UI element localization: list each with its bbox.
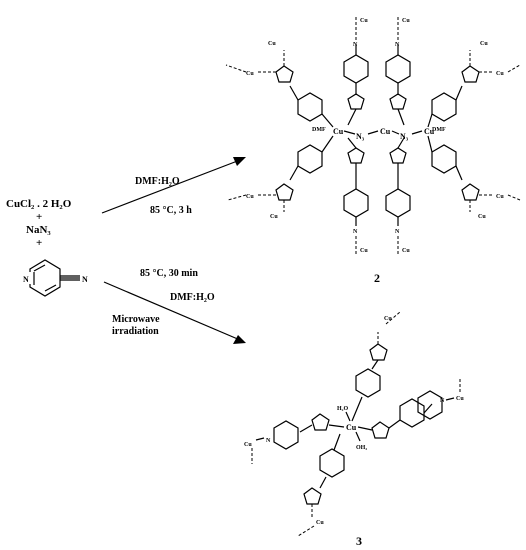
- upper-condition-temp: 85 °C, 3 h: [150, 205, 192, 216]
- pyridine-n-atom: N: [23, 275, 29, 284]
- p3-water-bottom: OH₂: [356, 445, 367, 451]
- p3-n-right: N: [440, 398, 445, 404]
- product-3-label: 3: [356, 534, 362, 548]
- lower-condition-solvent: DMF:H₂O: [170, 292, 215, 303]
- p2-cu-top-2: Cu: [402, 18, 410, 24]
- p2-cu-bl-2: Cu: [270, 214, 278, 220]
- p2-cu-bottom-2: Cu: [402, 248, 410, 254]
- reactant-nan3: NaN₃: [26, 224, 51, 236]
- p2-cu-bottom-1: Cu: [360, 248, 368, 254]
- lower-condition-microwave: Microwave: [112, 314, 160, 325]
- p3-cu-left: Cu: [244, 442, 252, 448]
- p2-n-bottom-1: N: [353, 229, 358, 235]
- p2-n-bottom-2: N: [395, 229, 400, 235]
- reactant-plus-1: +: [36, 211, 42, 223]
- lower-reaction-arrow: 85 °C, 30 min DMF:H₂O Microwave irradiat…: [103, 268, 246, 344]
- p3-cu-center: Cu: [346, 423, 357, 432]
- p2-cu-tl-1: Cu: [268, 41, 276, 47]
- reactants: CuCl₂ . 2 H₂O + NaN₃ + N N: [6, 198, 88, 297]
- product-2-structure: Cu Cu Cu N₃ N₃ DMF DMF N N Cu Cu: [225, 16, 521, 285]
- p2-cu-br-1: Cu: [496, 194, 504, 200]
- cyanopyridine-structure: N N: [22, 259, 88, 297]
- p3-n-left: N: [266, 438, 271, 444]
- p3-cu-bottom: Cu: [316, 520, 324, 526]
- nitrile-n-atom: N: [82, 275, 88, 284]
- p2-cu-center: Cu: [380, 127, 391, 136]
- p2-n-top-1: N: [353, 42, 358, 48]
- p2-cu-br-2: Cu: [478, 214, 486, 220]
- product-2-label: 2: [374, 271, 380, 285]
- p2-cu-top-1: Cu: [360, 18, 368, 24]
- lower-condition-temp: 85 °C, 30 min: [140, 268, 198, 279]
- reactant-plus-2: +: [36, 237, 42, 249]
- p2-n-top-2: N: [395, 42, 400, 48]
- p2-cu-tr-1: Cu: [480, 41, 488, 47]
- product-3-structure: Cu H₂O OH₂ Cu N Cu N Cu: [244, 311, 464, 548]
- p2-cu-bl-1: Cu: [246, 194, 254, 200]
- p2-cu-tl-2: Cu: [246, 71, 254, 77]
- p2-azide-left: N₃: [356, 132, 365, 141]
- p2-dmf-left: DMF: [312, 127, 326, 133]
- reactant-cucl2: CuCl₂ . 2 H₂O: [6, 198, 72, 210]
- p3-cu-top: Cu: [384, 316, 392, 322]
- p2-cu-right: Cu: [424, 127, 435, 136]
- upper-reaction-arrow: DMF:H₂O 85 °C, 3 h: [101, 157, 246, 216]
- upper-condition-solvent: DMF:H₂O: [135, 176, 180, 187]
- p3-cu-right: Cu: [456, 396, 464, 402]
- p2-azide-right: N₃: [400, 132, 409, 141]
- p2-dmf-right: DMF: [432, 127, 446, 133]
- p2-cu-left: Cu: [333, 127, 344, 136]
- p3-water-top: H₂O: [337, 406, 348, 412]
- p2-cu-tr-2: Cu: [496, 71, 504, 77]
- lower-condition-irradiation: irradiation: [112, 326, 159, 337]
